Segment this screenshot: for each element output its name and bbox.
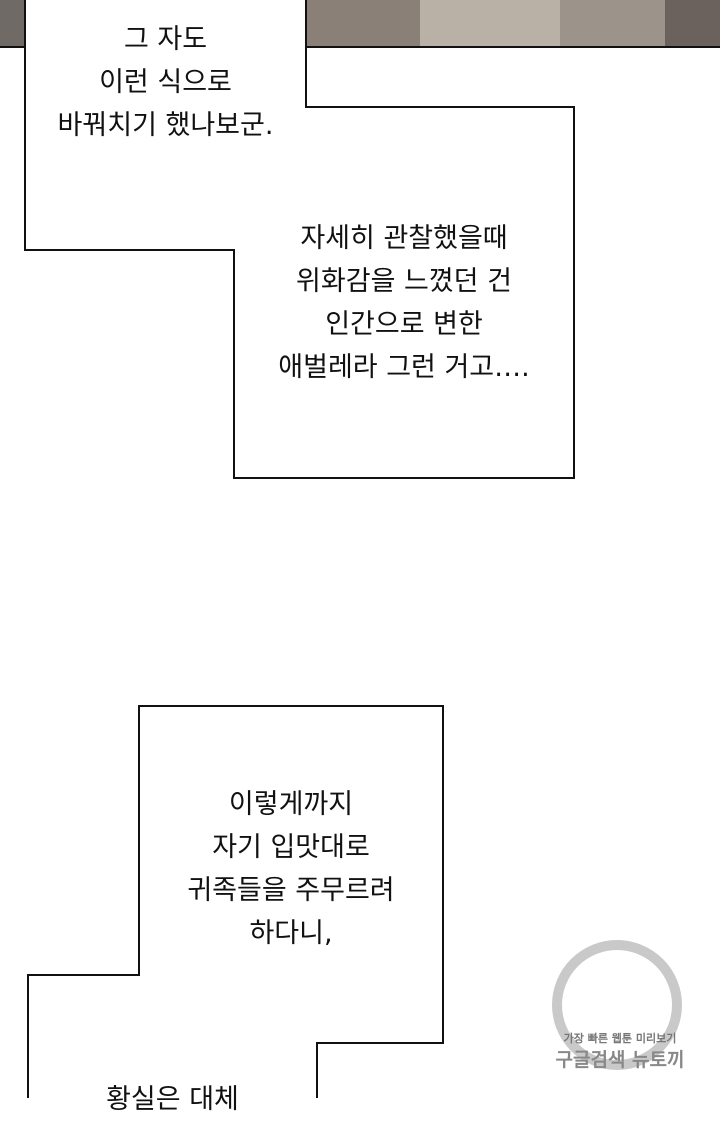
panel-border — [0, 46, 720, 48]
text-line: 자기 입맛대로 — [212, 832, 370, 863]
text-line: 자세히 관찰했을때 — [300, 223, 508, 254]
watermark-tagline: 가장 빠른 웹툰 미리보기 — [563, 1032, 677, 1045]
text-line: 황실은 대체 — [106, 1084, 239, 1115]
watermark-name: 구글검색 뉴토끼 — [555, 1049, 685, 1071]
text-line: 귀족들을 주무르려 — [187, 875, 395, 906]
speech-text-2: 자세히 관찰했을때 위화감을 느꼈던 건 인간으로 변한 애벌레라 그런 거고…… — [234, 217, 574, 389]
speech-bubbles — [24, 0, 575, 1098]
speech-bubble-2 — [27, 705, 444, 1098]
text-line: 인간으로 변한 — [325, 309, 483, 340]
text-line: 이렇게까지 — [228, 789, 354, 820]
text-line: 그 자도 — [123, 24, 208, 55]
speech-text-1: 그 자도 이런 식으로 바꿔치기 했나보군. — [25, 18, 306, 147]
speech-text-3: 이렇게까지 자기 입맛대로 귀족들을 주무르려 하다니, — [139, 783, 443, 955]
text-line: 이런 식으로 — [99, 67, 232, 98]
watermark-circle — [552, 940, 682, 1070]
speech-bubble-1 — [24, 0, 575, 479]
speech-text-4: 황실은 대체 — [28, 1078, 317, 1121]
watermark-logo: 가장 빠른 웹툰 미리보기 구글검색 뉴토끼 — [540, 905, 700, 1085]
text-line: 애벌레라 그런 거고…. — [278, 352, 530, 383]
text-line: 위화감을 느꼈던 건 — [296, 266, 512, 297]
text-line: 바꿔치기 했나보군. — [57, 110, 274, 141]
text-line: 하다니, — [249, 918, 333, 949]
